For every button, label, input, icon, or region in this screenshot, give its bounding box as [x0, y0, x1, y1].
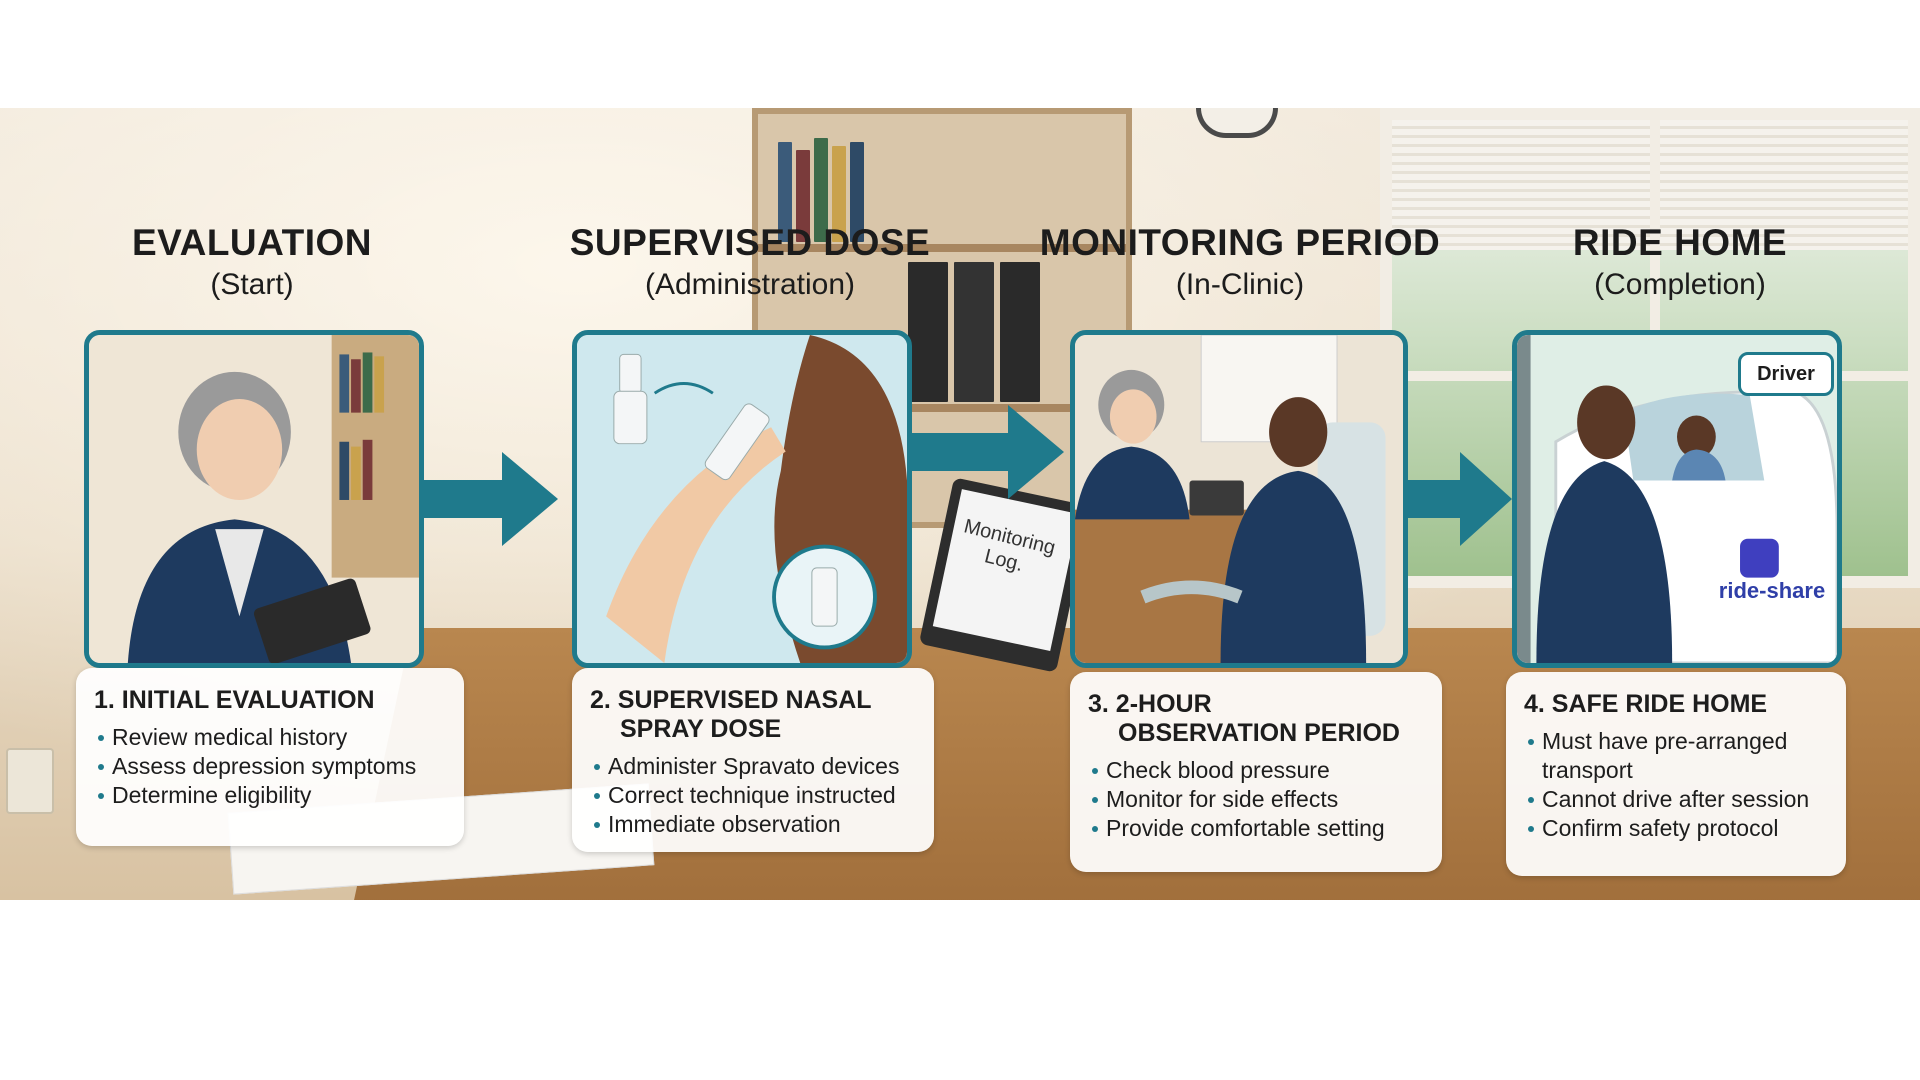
step-title: 1. INITIAL EVALUATION	[94, 686, 450, 715]
arrow-right-icon	[1408, 452, 1512, 546]
step-bullets: Administer Spravato devices Correct tech…	[590, 752, 920, 839]
bullet-item: Cannot drive after session	[1524, 785, 1832, 814]
step-title: 2. SUPERVISED NASAL SPRAY DOSE	[590, 686, 920, 744]
stage-subheading: (Start)	[210, 268, 294, 301]
book	[814, 138, 828, 242]
stage-title-monitoring: MONITORING PERIOD (In-Clinic)	[1030, 222, 1450, 302]
arrow-right-icon	[912, 405, 1064, 499]
bullet-item: Provide comfortable setting	[1088, 814, 1428, 843]
step-card-evaluation: 1. INITIAL EVALUATION Review medical his…	[76, 668, 464, 846]
bookshelf	[752, 108, 1132, 528]
bullet-item: Review medical history	[94, 723, 450, 752]
book	[778, 142, 792, 242]
monitoring-illustration	[1070, 330, 1408, 668]
step-bullets: Review medical history Assess depression…	[94, 723, 450, 810]
step-card-dose: 2. SUPERVISED NASAL SPRAY DOSE Administe…	[572, 668, 934, 852]
shelf-plank	[758, 404, 1126, 412]
stage-heading: EVALUATION	[131, 222, 372, 263]
ride-share-brand: ride-share	[1718, 578, 1826, 603]
step-title: 4. SAFE RIDE HOME	[1524, 690, 1832, 719]
bullet-item: Determine eligibility	[94, 781, 450, 810]
step-title-line: 2. SUPERVISED NASAL	[590, 686, 872, 714]
evaluation-illustration	[84, 330, 424, 668]
stage-title-ride: RIDE HOME (Completion)	[1530, 222, 1830, 302]
bullet-item: Monitor for side effects	[1088, 785, 1428, 814]
nasal-spray-illustration	[572, 330, 912, 668]
bullet-item: Confirm safety protocol	[1524, 814, 1832, 843]
bullet-item: Administer Spravato devices	[590, 752, 920, 781]
stage-subheading: (Completion)	[1594, 268, 1766, 301]
bullet-item: Must have pre-arranged transport	[1524, 727, 1832, 785]
bullet-item: Correct technique instructed	[590, 781, 920, 810]
bullet-item: Immediate observation	[590, 810, 920, 839]
step-title-line: 3. 2-HOUR	[1088, 690, 1212, 718]
wall-outlet	[6, 748, 54, 814]
ride-home-illustration	[1512, 330, 1842, 668]
step-title: 3. 2-HOUR OBSERVATION PERIOD	[1088, 690, 1428, 748]
step-bullets: Must have pre-arranged transport Cannot …	[1524, 727, 1832, 843]
step-card-ride: 4. SAFE RIDE HOME Must have pre-arranged…	[1506, 672, 1846, 876]
step-title-line: 1. INITIAL EVALUATION	[94, 686, 375, 714]
bullet-text: Must have pre-arranged	[1542, 728, 1788, 754]
step-bullets: Check blood pressure Monitor for side ef…	[1088, 756, 1428, 843]
driver-tag: Driver	[1738, 352, 1834, 396]
step-title-line: OBSERVATION PERIOD	[1118, 719, 1400, 747]
stage-title-evaluation: EVALUATION (Start)	[102, 222, 402, 302]
stage-heading: MONITORING PERIOD	[1039, 222, 1441, 263]
stage-title-dose: SUPERVISED DOSE (Administration)	[560, 222, 940, 302]
shelf-plank	[758, 244, 1126, 252]
stage-subheading: (Administration)	[644, 268, 856, 301]
book	[832, 146, 846, 242]
stage-heading: SUPERVISED DOSE	[569, 222, 931, 263]
book	[850, 142, 864, 242]
bullet-text: transport	[1542, 757, 1633, 783]
binder	[1000, 262, 1040, 402]
binder	[954, 262, 994, 402]
binder	[908, 262, 948, 402]
stage-subheading: (In-Clinic)	[1175, 268, 1305, 301]
stage-heading: RIDE HOME	[1572, 222, 1788, 263]
bullet-item: Check blood pressure	[1088, 756, 1428, 785]
arrow-right-icon	[424, 452, 558, 546]
book	[796, 150, 810, 242]
bullet-item: Assess depression symptoms	[94, 752, 450, 781]
step-title-line: 4. SAFE RIDE HOME	[1524, 690, 1768, 718]
step-card-monitoring: 3. 2-HOUR OBSERVATION PERIOD Check blood…	[1070, 672, 1442, 872]
step-title-line: SPRAY DOSE	[620, 715, 782, 743]
